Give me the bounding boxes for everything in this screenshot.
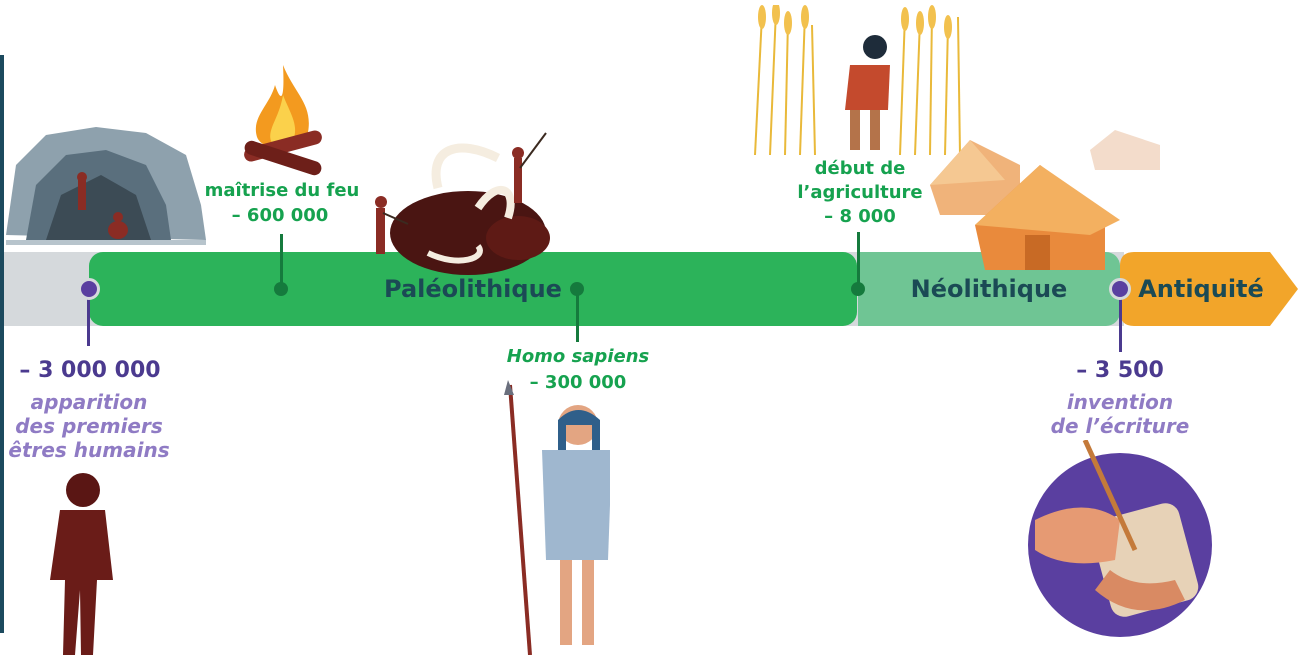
label-fire: maîtrise du feu <box>204 180 360 201</box>
date-sapiens: – 300 000 <box>529 372 627 393</box>
early-human-icon <box>50 473 113 655</box>
marker-fire <box>274 282 288 296</box>
tick-first-humans <box>87 290 90 346</box>
marker-agriculture <box>851 282 865 296</box>
cave-icon <box>6 127 206 245</box>
date-fire: – 600 000 <box>231 205 329 226</box>
huts-icon <box>930 130 1160 270</box>
sapiens-icon <box>504 380 610 655</box>
date-writing: – 3 500 <box>1076 358 1164 383</box>
label-antiquite: Antiquité <box>1138 275 1264 303</box>
tick-fire <box>280 234 283 288</box>
tick-agriculture <box>857 232 860 288</box>
harvest-icon <box>754 5 961 155</box>
mammoth-hunt-icon <box>375 132 550 275</box>
label-sapiens: Homo sapiens <box>506 346 650 367</box>
label-agriculture-1: début de <box>814 158 906 179</box>
label-agriculture-2: l’agriculture <box>797 182 923 203</box>
tick-writing <box>1119 290 1122 352</box>
marker-writing <box>1109 278 1131 300</box>
writing-tablet-icon <box>1028 440 1212 637</box>
band-antiquite: Antiquité <box>1120 252 1298 326</box>
date-agriculture: – 8 000 <box>824 206 896 227</box>
label-paleolithique: Paléolithique <box>384 275 562 303</box>
marker-first-humans <box>78 278 100 300</box>
label-neolithique: Néolithique <box>910 275 1068 303</box>
caption-first-humans: apparition des premiers êtres humains <box>8 390 170 462</box>
left-border <box>0 55 4 633</box>
tick-sapiens <box>576 288 579 342</box>
fire-icon <box>244 65 322 176</box>
caption-writing: invention de l’écriture <box>1050 390 1190 438</box>
date-first-humans: – 3 000 000 <box>19 358 161 383</box>
marker-sapiens <box>570 282 584 296</box>
